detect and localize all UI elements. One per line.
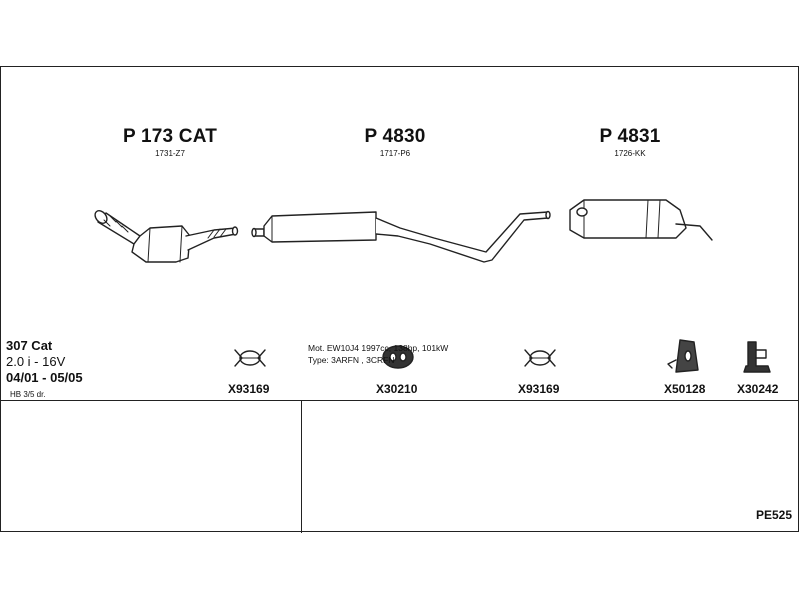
vehicle-years: 04/01 - 05/05 bbox=[6, 370, 83, 385]
fitting-code: X30210 bbox=[376, 382, 418, 396]
part-code: P 173 CAT bbox=[122, 126, 218, 147]
clamp-icon bbox=[524, 349, 556, 367]
fitting-code: X30242 bbox=[737, 382, 779, 396]
spec-type: Type: 3ARFN , 3CRFN bbox=[308, 355, 395, 365]
part-ref: 1731-Z7 bbox=[155, 149, 185, 158]
part-code: P 4830 bbox=[364, 126, 426, 147]
rear-silencer-icon bbox=[569, 199, 713, 241]
divider-horizontal bbox=[1, 400, 798, 401]
catalyst-icon bbox=[94, 210, 239, 263]
reference-code: PE525 bbox=[755, 508, 792, 522]
fitting-code: X50128 bbox=[664, 382, 706, 396]
divider-vertical bbox=[301, 400, 302, 533]
part-label-rear-silencer: P 4831 1726-KK bbox=[575, 126, 685, 158]
vehicle-model: 307 Cat bbox=[6, 338, 53, 353]
rubber-ring-icon bbox=[382, 345, 414, 369]
diagram-frame bbox=[0, 66, 799, 533]
clamp-icon bbox=[234, 349, 266, 367]
bracket-icon bbox=[743, 341, 771, 373]
vehicle-body: HB 3/5 dr. bbox=[10, 390, 46, 399]
vehicle-info: 307 Cat 2.0 i - 16V 04/01 - 05/05 HB 3/5… bbox=[6, 338, 296, 399]
center-silencer-icon bbox=[251, 210, 551, 263]
fitting-code: X93169 bbox=[518, 382, 560, 396]
vehicle-engine: 2.0 i - 16V bbox=[6, 354, 66, 369]
part-ref: 1726-KK bbox=[614, 149, 646, 158]
spec-motor: Mot. EW10J4 1997cc, 138hp, 101kW bbox=[308, 343, 449, 353]
part-label-catalyst: P 173 CAT 1731-Z7 bbox=[100, 126, 240, 158]
part-ref: 1717-P6 bbox=[379, 149, 411, 158]
part-label-center-silencer: P 4830 1717-P6 bbox=[340, 126, 450, 158]
part-code: P 4831 bbox=[599, 126, 661, 147]
rubber-hanger-icon bbox=[667, 339, 699, 373]
fitting-code: X93169 bbox=[228, 382, 270, 396]
spec-info: Mot. EW10J4 1997cc, 138hp, 101kW Type: 3… bbox=[308, 342, 788, 366]
